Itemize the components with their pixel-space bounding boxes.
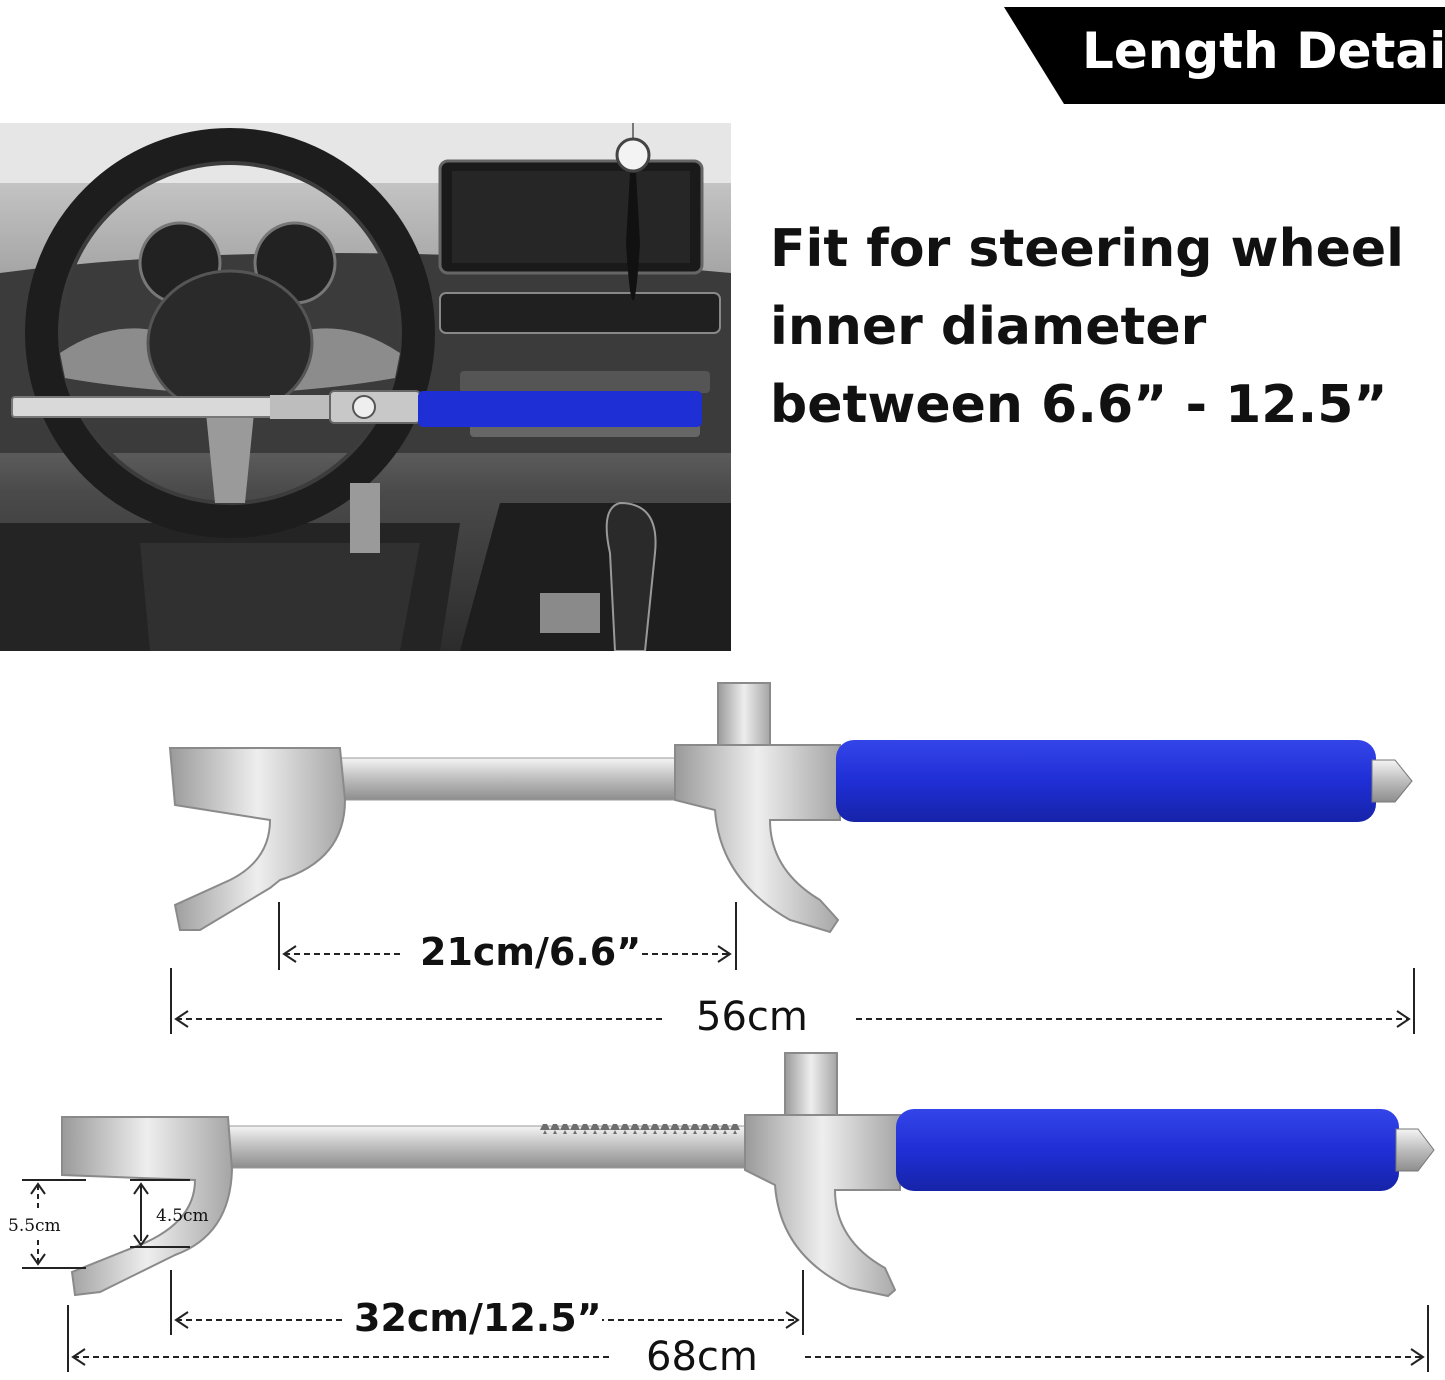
max-total-label: 68cm — [646, 1334, 758, 1380]
lock-max-length — [61, 1052, 1435, 1298]
lock-min-length — [168, 682, 1413, 934]
hook-inner-label: 4.5cm — [156, 1206, 209, 1226]
fit-description: Fit for steering wheel inner diameter be… — [770, 210, 1430, 444]
hook-outer-label: 5.5cm — [8, 1216, 61, 1236]
dimension-lines-1 — [170, 902, 1415, 1034]
max-inner-label: 32cm/12.5” — [354, 1296, 602, 1340]
header-banner — [1004, 7, 1445, 104]
fit-line-2: inner diameter — [770, 297, 1207, 357]
fit-line-1: Fit for steering wheel — [770, 219, 1404, 279]
dimension-lines-2 — [22, 1179, 1429, 1372]
fit-line-3: between 6.6” - 12.5” — [770, 375, 1388, 435]
min-total-label: 56cm — [696, 994, 808, 1040]
car-interior-photo — [0, 123, 731, 651]
banner-title: Length Detail — [1082, 22, 1445, 80]
min-inner-label: 21cm/6.6” — [420, 930, 642, 974]
